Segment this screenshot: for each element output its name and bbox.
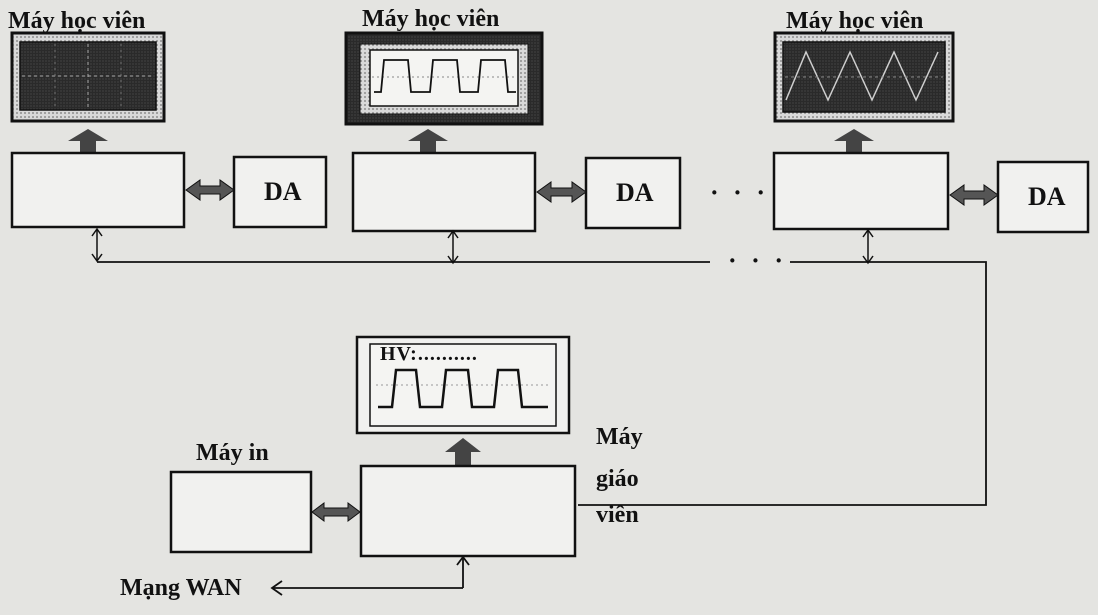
- vertical-connector-1: [91, 227, 103, 263]
- teacher-computer: [359, 464, 577, 558]
- student-monitor-2: [344, 31, 544, 126]
- double-arrow-2: [536, 181, 587, 203]
- up-arrow-2: [408, 129, 448, 164]
- da-box-1: [232, 155, 328, 229]
- double-arrow-3: [949, 184, 999, 206]
- up-arrow-3: [834, 129, 874, 164]
- da-label-3: DA: [1028, 182, 1066, 211]
- da-label-1: DA: [264, 177, 302, 206]
- station-title-3: Máy học viên: [786, 8, 924, 34]
- da-box-2: [584, 156, 682, 230]
- student-computer-1: [10, 151, 186, 229]
- teacher-label-line1: Máy: [596, 424, 643, 450]
- network-bus: [97, 261, 987, 506]
- printer-label: Máy in: [196, 440, 269, 466]
- vertical-connector-2: [447, 229, 459, 265]
- station-title-2: Máy học viên: [362, 6, 500, 32]
- ellipsis-bus: · · ·: [728, 246, 788, 275]
- student-monitor-3: [773, 31, 955, 123]
- double-arrow-printer: [311, 502, 361, 522]
- station-title-1: Máy học viên: [8, 8, 146, 34]
- teacher-label-line3: viên: [596, 502, 639, 528]
- teacher-monitor-text: HV:..........: [380, 343, 478, 365]
- double-arrow-1: [185, 179, 235, 201]
- up-arrow-teacher: [445, 438, 481, 466]
- ellipsis-row: · · ·: [710, 178, 770, 207]
- da-label-2: DA: [616, 178, 654, 207]
- up-arrow-1: [68, 129, 108, 164]
- wan-connector: [270, 555, 470, 596]
- teacher-label-line2: giáo: [596, 466, 639, 492]
- wan-label: Mạng WAN: [120, 575, 242, 601]
- printer-box: [169, 470, 313, 554]
- student-monitor-1: [10, 31, 166, 123]
- teacher-monitor: [355, 335, 571, 435]
- student-computer-2: [351, 151, 537, 233]
- student-computer-3: [772, 151, 950, 231]
- vertical-connector-3: [862, 228, 874, 265]
- da-box-3: [996, 160, 1090, 234]
